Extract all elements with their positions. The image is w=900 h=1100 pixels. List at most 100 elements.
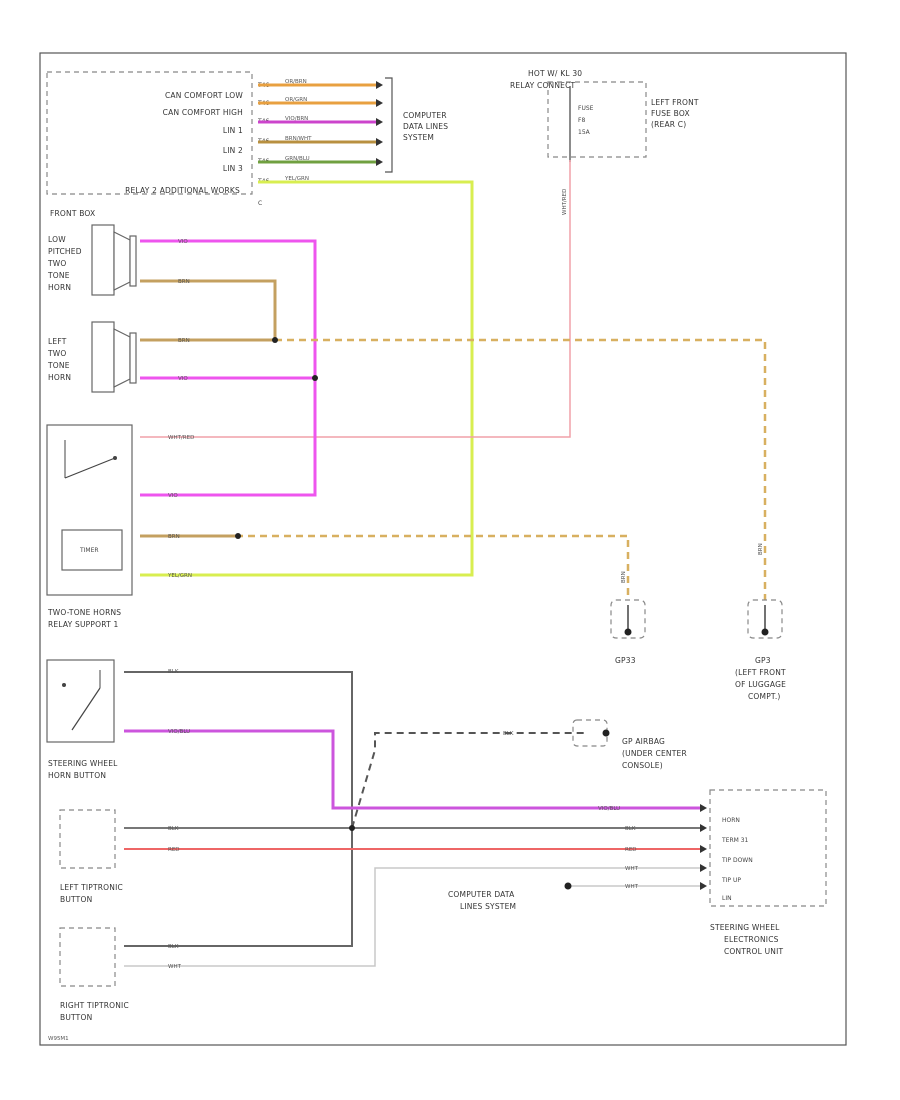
computer-lines-label-1: COMPUTER DATA [448,890,515,899]
wire-label: VIO [178,239,188,245]
gp3-label-3: OF LUGGAGE [735,680,786,689]
airbag-ground: BLK GP AIRBAG (UNDER CENTER CONSOLE) [503,719,687,770]
steering-wheel-ecu: HORN TERM 31 TIP DOWN TIP UP LIN STEERIN… [709,789,827,956]
gp33-label: GP33 [615,656,636,665]
horn-relay: TIMER TWO-TONE HORNS RELAY SUPPORT 1 WHT… [46,424,194,629]
swecu-pin: LIN [722,895,732,902]
bracket [385,77,393,173]
wire-blk [124,671,353,947]
pin-row: CAN COMFORT LOW T46 OR/BRN [165,79,383,100]
footer-code: W95M1 [48,1036,69,1042]
wire-label: BLK [168,826,179,832]
fuse-side-3: (REAR C) [651,120,686,129]
wire-label: BLK [503,731,514,737]
relay-module-label: RELAY 2 ADDITIONAL WORKS [125,186,240,195]
ground-gp33: BRN GP33 [610,571,646,665]
wire-label: VIO/BRN [285,116,308,122]
horn-button-label-1: STEERING WHEEL [48,759,118,768]
wire-label: VIO [178,376,188,382]
computer-label-1: COMPUTER [403,111,447,120]
low-horn: LOW PITCHED TWO TONE HORN VIO BRN [47,224,190,296]
fuse-label-2: F8 [578,117,585,124]
wire-label: VIO [168,493,178,499]
pin-row: LIN 2 T46 BRN/WHT [223,136,383,155]
arrow-icon [376,158,383,166]
wire-yel-grn [140,180,474,577]
pin-label: LIN 2 [223,146,243,155]
low-horn-label-4: TONE [47,271,70,280]
junction-dot [235,533,241,539]
wire-label: BRN/WHT [285,136,312,142]
wire-brn-dashed [140,534,630,600]
fuse-label-1: FUSE [578,105,594,112]
wire-label: WHT/RED [562,189,568,215]
wire-label: BLK [168,944,179,950]
arrow-icon [376,118,383,126]
pin-row: LIN 3 T46 GRN/BLU [223,156,383,173]
airbag-label-3: CONSOLE) [622,761,663,770]
swecu-pin: TIP DOWN [721,857,753,864]
arrow-icon [376,99,383,107]
wire-label: BRN [758,543,764,555]
pin-label: CAN COMFORT LOW [165,91,243,100]
low-horn-label-2: PITCHED [48,247,82,256]
wire-label: VIO/BLU [598,806,620,812]
wire-label: GRN/BLU [285,156,310,162]
left-tip-label-2: BUTTON [60,895,92,904]
wire-label: WHT [168,964,182,970]
gp3-label-4: COMPT.) [748,692,781,701]
wire-label: BLK [168,669,179,675]
left-horn-label-3: TONE [47,361,70,370]
wire-label: BRN [178,279,190,285]
diagram-frame [39,52,847,1046]
junction-dot [349,825,355,831]
low-horn-label-5: HORN [48,283,71,292]
front-box-label: FRONT BOX [50,209,95,218]
left-tiptronic-button: LEFT TIPTRONIC BUTTON BLK RED [59,809,180,904]
wire-label: VIO/BLU [168,729,190,735]
wire-label: BLK [625,826,636,832]
wire-brn [140,279,277,342]
fuse-side-2: FUSE BOX [651,109,690,118]
pin-row: CAN COMFORT HIGH T46 OR/GRN [163,97,383,117]
arrow-icon [700,845,707,853]
gp3-label-2: (LEFT FRONT [735,668,786,677]
wire-brn-dashed [275,338,767,600]
wire-label: BRN [168,534,180,540]
right-tiptronic-button: RIGHT TIPTRONIC BUTTON BLK WHT [59,927,182,1022]
low-horn-label-3: TWO [47,259,67,268]
arrow-icon [700,824,707,832]
swecu-label-1: STEERING WHEEL [710,923,780,932]
wire-vio-blu [124,729,704,810]
computer-lines-label-2: LINES SYSTEM [460,902,516,911]
horn-button: STEERING WHEEL HORN BUTTON BLK VIO/BLU [46,659,190,780]
pin-label: LIN 1 [223,126,243,135]
wire-label: WHT [625,866,639,872]
fuse-side-1: LEFT FRONT [651,98,699,107]
hot-label-1: HOT W/ KL 30 [528,69,582,78]
left-horn-label-2: TWO [47,349,67,358]
wire-blk-dashed [351,732,585,829]
arrow-icon [376,81,383,89]
low-horn-label-1: LOW [48,235,66,244]
wire-label: WHT/RED [168,435,194,441]
wire-label: OR/BRN [285,79,307,85]
relay-label-2: RELAY SUPPORT 1 [48,620,118,629]
airbag-label-2: (UNDER CENTER [622,749,687,758]
relay-module-box [46,71,253,195]
left-tip-label-1: LEFT TIPTRONIC [60,883,123,892]
relay-inner-label: TIMER [79,547,99,554]
wire-label: BRN [621,571,627,583]
fuse-box [547,81,647,158]
swecu-pin: HORN [722,817,740,824]
pin-label: LIN 3 [223,164,243,173]
left-horn: LEFT TWO TONE HORN BRN VIO [47,321,190,393]
swecu-pin: TERM 31 [721,837,749,844]
wire-wht [124,867,704,967]
ground-gp3: BRN GP3 (LEFT FRONT OF LUGGAGE COMPT.) [735,543,786,701]
arrow-icon [700,864,707,872]
horn-button-label-2: HORN BUTTON [48,771,106,780]
fuse-label-3: 15A [578,129,591,136]
pin-number: C [258,200,262,207]
